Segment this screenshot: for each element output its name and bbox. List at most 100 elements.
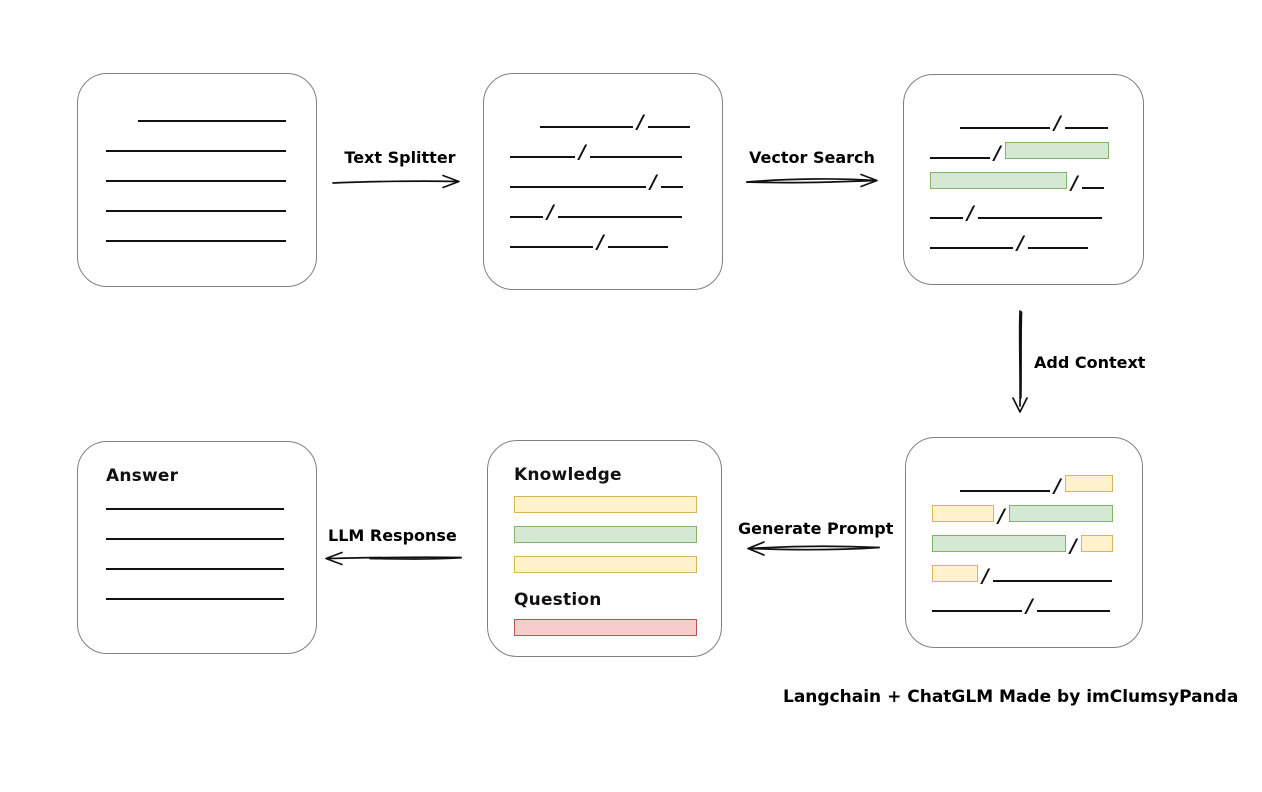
yellow-chunk-bar	[932, 565, 978, 582]
answer-label: Answer	[106, 466, 179, 486]
text-line	[960, 127, 1050, 129]
yellow-chunk-bar	[1080, 535, 1113, 552]
text-line	[106, 598, 284, 600]
yellow-chunk-bar	[1064, 475, 1113, 492]
yellow-chunk-bar	[514, 556, 697, 573]
yellow-chunk-bar	[514, 496, 697, 513]
text-line	[540, 126, 633, 128]
slash-separator: /	[1071, 172, 1078, 194]
arrow-label-vector-search: Vector Search	[749, 148, 875, 167]
text-line	[510, 246, 593, 248]
text-line	[992, 580, 1112, 582]
text-line	[106, 568, 284, 570]
slash-separator: /	[650, 171, 657, 193]
slash-separator: /	[1026, 595, 1033, 617]
chunk-row: /	[932, 552, 1116, 586]
text-line	[589, 156, 682, 158]
text-line	[510, 216, 543, 218]
slash-separator: /	[994, 142, 1001, 164]
text-line	[1081, 187, 1104, 189]
text-line	[932, 610, 1022, 612]
slash-separator: /	[1070, 535, 1077, 557]
text-line	[510, 156, 575, 158]
add-context-arrow	[1012, 310, 1028, 413]
text-line	[647, 126, 690, 128]
green-chunk-bar	[1004, 142, 1109, 159]
text-line	[106, 150, 286, 152]
document-box	[77, 73, 317, 287]
arrow-label-add-context: Add Context	[1034, 353, 1146, 372]
llm-response-arrow	[325, 551, 462, 566]
slash-separator: /	[1054, 112, 1061, 134]
yellow-chunk-bar	[932, 505, 994, 522]
chunk-row: /	[510, 128, 696, 162]
chunk-row: /	[932, 462, 1116, 496]
text-line	[1036, 610, 1110, 612]
text-line	[960, 490, 1050, 492]
chunk-row: /	[510, 98, 696, 132]
chunk-row: /	[932, 522, 1116, 556]
chunk-rows: / / / / /	[484, 74, 722, 252]
text-line	[977, 217, 1102, 219]
slash-separator: /	[1054, 475, 1061, 497]
text-line	[930, 157, 990, 159]
text-line	[930, 247, 1013, 249]
chunk-row: /	[932, 492, 1116, 526]
arrow-label-text-splitter: Text Splitter	[344, 148, 456, 167]
chunk-row: /	[932, 582, 1116, 616]
text-line	[106, 538, 284, 540]
text-line	[106, 180, 286, 182]
green-chunk-bar	[514, 526, 697, 543]
green-chunk-bar	[932, 535, 1066, 552]
slash-separator: /	[1017, 232, 1024, 254]
search-results-box: / / / / /	[903, 74, 1144, 285]
chunk-row: /	[510, 188, 696, 222]
text-line	[138, 120, 286, 122]
chunk-row: /	[930, 99, 1117, 133]
text-line	[106, 210, 286, 212]
text-line	[1064, 127, 1108, 129]
chunk-row: /	[510, 158, 696, 192]
attribution-caption: Langchain + ChatGLM Made by imClumsyPand…	[783, 687, 1239, 707]
prompt-box: Knowledge Question	[487, 440, 722, 657]
knowledge-bars	[514, 496, 697, 573]
text-line	[106, 508, 284, 510]
generate-prompt-arrow	[747, 541, 880, 556]
text-line	[1027, 247, 1088, 249]
chunk-row: /	[510, 218, 696, 252]
text-line	[510, 186, 646, 188]
red-chunk-bar	[514, 619, 697, 636]
slash-separator: /	[967, 202, 974, 224]
text-line	[930, 217, 963, 219]
text-line	[557, 216, 682, 218]
chunk-row: /	[930, 129, 1117, 163]
slash-separator: /	[597, 231, 604, 253]
arrow-label-llm-response: LLM Response	[328, 526, 457, 545]
answer-box: Answer	[77, 441, 317, 654]
vector-search-arrow	[746, 173, 878, 188]
answer-lines	[78, 508, 316, 600]
slash-separator: /	[998, 505, 1005, 527]
question-bars	[514, 619, 697, 636]
slash-separator: /	[637, 111, 644, 133]
chunk-row: /	[930, 219, 1117, 253]
text-line	[607, 246, 668, 248]
document-lines	[78, 74, 316, 242]
slash-separator: /	[547, 201, 554, 223]
search-result-rows: / / / / /	[904, 75, 1143, 253]
context-box: / / / / /	[905, 437, 1143, 648]
chunk-row: /	[930, 159, 1117, 193]
green-chunk-bar	[930, 172, 1067, 189]
text-splitter-arrow	[332, 174, 460, 189]
question-label: Question	[514, 590, 602, 610]
slash-separator: /	[982, 565, 989, 587]
chunk-row: /	[930, 189, 1117, 223]
knowledge-label: Knowledge	[514, 465, 622, 485]
chunks-box: / / / / /	[483, 73, 723, 290]
slash-separator: /	[579, 141, 586, 163]
arrow-label-generate-prompt: Generate Prompt	[738, 519, 894, 538]
text-line	[660, 186, 683, 188]
green-chunk-bar	[1008, 505, 1113, 522]
context-rows: / / / / /	[906, 438, 1142, 616]
